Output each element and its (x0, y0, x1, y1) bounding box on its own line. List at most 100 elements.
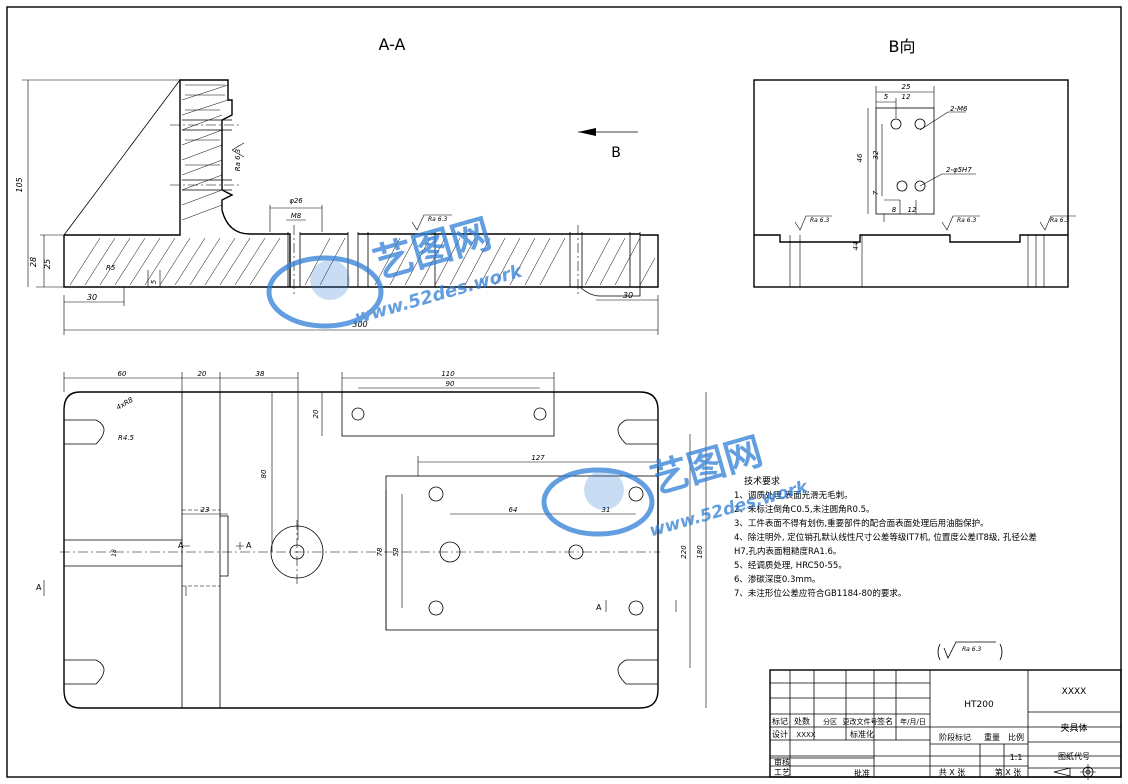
tb-mark: 标记 (772, 716, 788, 726)
plan-dim-64: 64 (509, 506, 518, 514)
b-dim-32: 32 (872, 150, 880, 159)
b-roughness-right: Ra 6.3 (1050, 217, 1069, 224)
tb-zone: 分区 (823, 717, 837, 726)
tech-item-4b: H7,孔内表面粗糙度RA1.6。 (734, 546, 841, 557)
drawing-frame (6, 6, 1122, 778)
tb-stage: 阶段标记 (939, 732, 971, 742)
dim-r5: R5 (106, 264, 116, 272)
plan-center-lines (60, 520, 660, 584)
b-dim-7: 7 (872, 190, 880, 195)
b-roughness-mid: Ra 6.3 (957, 217, 976, 224)
tb-process: 工艺 (774, 768, 790, 777)
dim-30-left: 30 (87, 293, 97, 302)
plan-dim-127: 127 (531, 454, 545, 462)
tb-change: 更改文件号 (843, 717, 878, 726)
tech-item-5: 5、经调质处理, HRC50-55。 (734, 560, 847, 571)
tb-sheet-no: 第 X 张 (995, 767, 1022, 777)
dim-5: 5 (150, 279, 158, 284)
section-outline (63, 79, 659, 288)
tb-material: HT200 (964, 700, 994, 710)
watermark-globe-icon (266, 255, 384, 329)
tb-standard: 标准化 (850, 729, 874, 739)
plan-view: 60 20 38 80 23 18 110 90 20 127 64 31 78… (36, 370, 707, 709)
tech-item-3: 3、工件表面不得有划伤,重要部件的配合面表面处理后用油脂保护。 (734, 518, 989, 529)
plan-dim-90: 90 (446, 380, 455, 388)
tb-company: XXXX (1062, 687, 1087, 697)
tech-item-7: 7、未注形位公差应符合GB1184-80的要求。 (734, 588, 906, 599)
plan-dim-58: 58 (392, 547, 400, 556)
dim-m8: M8 (291, 212, 302, 220)
dim-25: 25 (43, 259, 52, 269)
section-mark-3: A (246, 541, 252, 550)
tb-scale-label: 比例 (1008, 732, 1024, 742)
tb-design: 设计 (772, 729, 788, 739)
dim-300: 300 (352, 320, 367, 329)
section-mark-4: A (596, 603, 602, 612)
watermark-globe-icon-2 (541, 467, 655, 537)
rib-outline (63, 79, 181, 236)
tb-sign: 签名 (877, 716, 893, 726)
tb-count: 处数 (794, 716, 810, 726)
plan-dim-180: 180 (696, 545, 704, 559)
b-dim-44: 44 (852, 242, 860, 251)
plan-dim-220: 220 (680, 545, 688, 559)
top-hole-right (533, 407, 547, 421)
b-dim-46: 46 (856, 153, 864, 162)
plan-dim-78: 78 (376, 547, 384, 556)
horizontal-bore (182, 119, 232, 191)
tb-date: 年/月/日 (900, 717, 926, 726)
section-hatch (69, 84, 656, 286)
b-dim-12-bottom: 12 (908, 206, 917, 214)
tb-approve: 批准 (854, 768, 870, 778)
general-roughness: Ra 6.3 (962, 646, 981, 653)
tb-designer: XXXX (796, 731, 815, 739)
plan-dim-23: 23 (201, 506, 210, 514)
u-slots (64, 419, 658, 685)
view-b-title: B向 (889, 37, 916, 56)
section-mark-arrows (43, 542, 677, 612)
tech-item-4: 4、除注明外, 定位销孔默认线性尺寸公差等级IT7机, 位置度公差IT8级, 孔… (734, 532, 1037, 543)
bottom-slot (579, 286, 641, 297)
plan-note-r8: 4xR8 (115, 396, 135, 412)
plan-inner-hidden (182, 509, 220, 587)
top-hole-left (351, 407, 365, 421)
plan-dim-20-small: 20 (312, 409, 320, 418)
tech-heading: 技术要求 (744, 475, 780, 487)
arrow-head (578, 128, 596, 136)
tb-sheets-total: 共 X 张 (939, 768, 966, 777)
plan-dim-31: 31 (602, 506, 611, 514)
tb-drawing-no-label: 图纸代号 (1058, 751, 1090, 761)
b-roughness-symbols (794, 215, 1076, 231)
tb-weight: 重量 (984, 732, 1000, 742)
tb-review: 审核 (774, 757, 790, 767)
roughness-section: Ra 6.3 (428, 216, 447, 223)
view-b-profile (754, 234, 1068, 243)
dim-28: 28 (29, 257, 38, 267)
plan-outline (63, 391, 659, 709)
tech-item-2: 2、未标注倒角C0.5,未注圆角R0.5。 (734, 504, 875, 515)
roughness-symbol (411, 214, 452, 231)
b-dim-8: 8 (892, 206, 897, 214)
plan-dim-18: 18 (111, 549, 118, 557)
tech-item-6: 6、渗碳深度0.3mm。 (734, 574, 821, 585)
b-note-m6: 2-M6 (950, 105, 968, 113)
plan-dim-20: 20 (198, 370, 207, 378)
plan-dim-lines (63, 372, 707, 708)
plan-inner-lines (64, 392, 229, 708)
section-title: A-A (379, 35, 406, 54)
section-mark-1: A (36, 583, 42, 592)
tb-scale: 1:1 (1010, 753, 1023, 762)
section-dim-lines (22, 79, 659, 335)
plan-dim-110: 110 (441, 370, 455, 378)
plan-dim-60: 60 (118, 370, 127, 378)
watermark-1: 艺图网 www.52des.work (266, 211, 526, 329)
view-b-dim-lines (789, 86, 1045, 287)
b-note-pin: 2-φ5H7 (946, 166, 972, 174)
b-dim-25: 25 (902, 83, 911, 91)
projection-symbol-icon (1053, 764, 1096, 780)
general-roughness-symbol (937, 641, 1003, 661)
b-dim-12-top: 12 (902, 93, 911, 101)
roughness-rotated-symbol (231, 142, 245, 158)
plan-dim-38: 38 (256, 370, 265, 378)
